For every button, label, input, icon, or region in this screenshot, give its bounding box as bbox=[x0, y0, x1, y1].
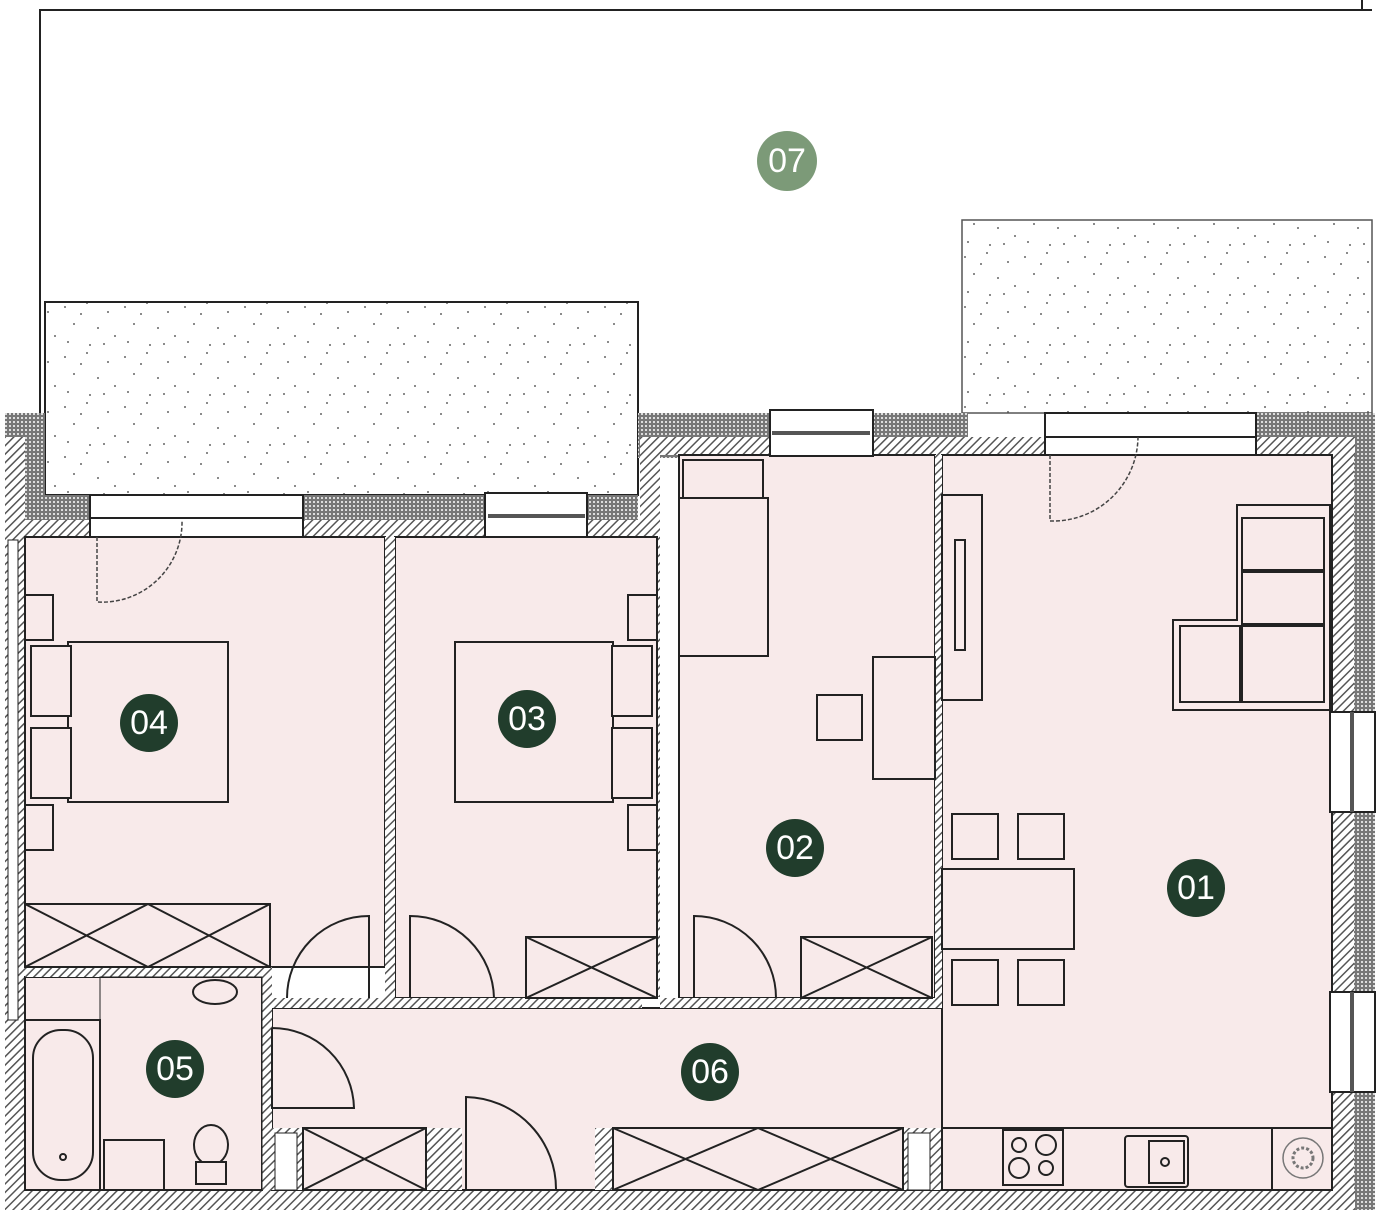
svg-text:06: 06 bbox=[691, 1053, 729, 1091]
room-label-05: 05 bbox=[146, 1040, 204, 1098]
wardrobe-03 bbox=[525, 936, 658, 999]
svg-text:03: 03 bbox=[508, 700, 546, 738]
doors bbox=[96, 436, 1139, 1191]
sink bbox=[1124, 1135, 1189, 1188]
washing-machine bbox=[103, 1139, 165, 1191]
kitchen-counter bbox=[941, 1127, 1333, 1191]
fan-icon bbox=[1282, 1137, 1324, 1179]
room-label-04: 04 bbox=[120, 694, 178, 752]
room-label-01: 01 bbox=[1167, 859, 1225, 917]
bathtub bbox=[24, 1019, 101, 1191]
desk bbox=[872, 656, 936, 780]
svg-text:04: 04 bbox=[130, 704, 168, 742]
room-labels: 07 04 03 02 01 05 06 bbox=[120, 131, 1225, 1101]
wardrobe-02 bbox=[800, 936, 933, 999]
wardrobe-06 bbox=[274, 1127, 931, 1191]
planter-left bbox=[44, 301, 639, 496]
room-label-02: 02 bbox=[766, 819, 824, 877]
washbasin bbox=[192, 979, 238, 1005]
svg-text:02: 02 bbox=[776, 829, 814, 867]
svg-text:07: 07 bbox=[768, 142, 806, 180]
room-label-06: 06 bbox=[681, 1043, 739, 1101]
room-label-03: 03 bbox=[498, 690, 556, 748]
toilet bbox=[193, 1124, 229, 1185]
wardrobe-04 bbox=[24, 903, 271, 968]
room-label-07: 07 bbox=[757, 131, 817, 191]
dining-table bbox=[941, 813, 1075, 1006]
bed-04 bbox=[67, 641, 229, 803]
windows bbox=[89, 409, 1376, 1093]
sofa bbox=[1172, 504, 1331, 711]
terrace bbox=[39, 0, 1373, 496]
svg-text:05: 05 bbox=[156, 1050, 194, 1088]
bed-02 bbox=[678, 497, 769, 657]
svg-text:01: 01 bbox=[1177, 869, 1215, 907]
planter-right bbox=[961, 219, 1373, 414]
